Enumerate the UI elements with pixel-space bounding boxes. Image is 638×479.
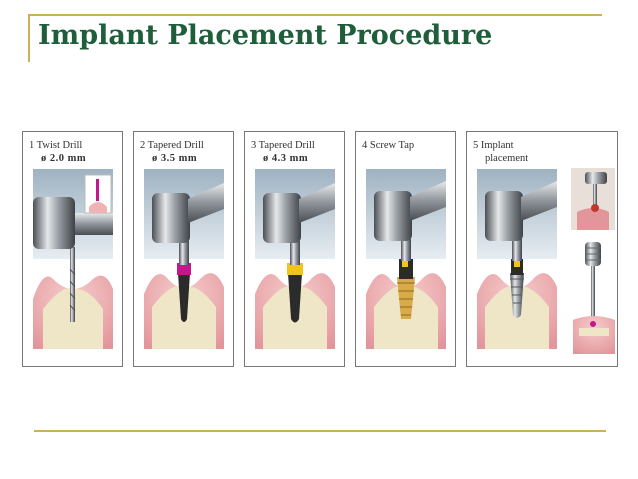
step-panel-screw-tap: 4 Screw Tap [355, 131, 456, 367]
step-diameter: ø 2.0 mm [41, 153, 87, 164]
step-caption: 5 Implant placement [473, 139, 528, 165]
step-panel-tapered-drill-4-3mm: 3 Tapered Drill ø 4.3 mm [244, 131, 345, 367]
top-rule [28, 14, 602, 16]
step-diameter: ø 3.5 mm [152, 153, 198, 164]
step-panel-tapered-drill-3-5mm: 2 Tapered Drill ø 3.5 mm [133, 131, 234, 367]
step-caption: 4 Screw Tap [362, 139, 414, 152]
tapered-drill-4-3-illustration [255, 169, 335, 349]
bottom-rule [34, 430, 606, 432]
step-caption: 1 Twist Drill ø 2.0 mm [29, 139, 86, 165]
step-caption: 2 Tapered Drill ø 3.5 mm [140, 139, 204, 165]
step-label: 2 Tapered Drill [140, 140, 204, 151]
screw-tap-illustration [366, 169, 446, 349]
implant-placement-illustration [477, 169, 557, 349]
step-panel-twist-drill-2mm: 1 Twist Drill ø 2.0 mm [22, 131, 123, 367]
slide-title: Implant Placement Procedure [38, 20, 493, 51]
step-label: 5 Implant [473, 140, 514, 151]
step-label: 1 Twist Drill [29, 140, 83, 151]
left-rule-tick [28, 14, 30, 62]
step-label-continued: placement [485, 153, 529, 164]
step-label: 3 Tapered Drill [251, 140, 315, 151]
step-panel-implant-placement: 5 Implant placement [466, 131, 618, 367]
tapered-drill-3-5-illustration [144, 169, 224, 349]
step-caption: 3 Tapered Drill ø 4.3 mm [251, 139, 315, 165]
implant-handpiece-inset [571, 168, 615, 230]
implant-driver-inset [571, 236, 615, 354]
twist-drill-illustration [33, 169, 113, 349]
step-diameter: ø 4.3 mm [263, 153, 309, 164]
step-label: 4 Screw Tap [362, 140, 415, 151]
